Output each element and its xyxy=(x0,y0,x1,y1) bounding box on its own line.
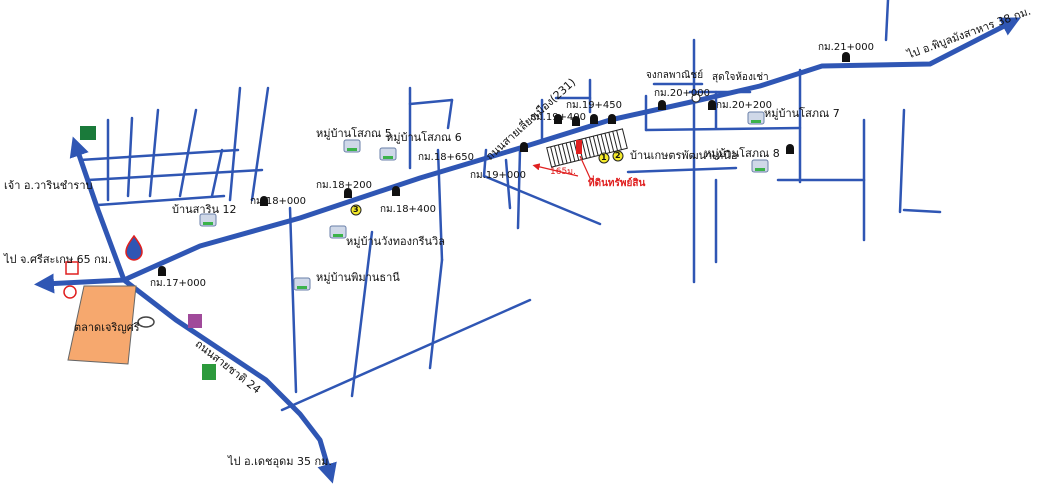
village-5-label: หมู่บ้านโสภณ 5 xyxy=(316,127,392,140)
km-post-icon xyxy=(608,114,616,124)
km-19-000: กม.19+000 xyxy=(470,170,527,181)
market-label: ตลาดเจริญศรี xyxy=(74,321,140,334)
kong-label: จงกลพาณิชย์ xyxy=(646,70,704,81)
fuel-sign-icon xyxy=(137,316,155,328)
village-12-label: บ้านสาริน 12 xyxy=(172,203,237,216)
market-area xyxy=(67,285,137,365)
store-icon xyxy=(188,314,202,328)
km-18-400: กม.18+400 xyxy=(380,204,437,215)
km-18-200: กม.18+200 xyxy=(316,180,373,191)
km-20-200: กม.20+200 xyxy=(716,100,773,111)
km-post-icon xyxy=(554,114,562,124)
village-icons xyxy=(199,111,769,291)
marker-3-number: 3 xyxy=(353,205,359,214)
km-post-icon xyxy=(260,196,268,206)
shop-icon xyxy=(65,261,79,275)
gas-station-icon xyxy=(125,234,143,261)
village-8-label: หมู่บ้านโสภณ 8 xyxy=(704,147,780,160)
label-to-detudom: ไป อ.เดชอุดม 35 กม. xyxy=(228,455,332,468)
village-phiman-label: หมู่บ้านพิมานธานี xyxy=(316,271,400,284)
km-post-icon xyxy=(158,266,166,276)
km-20-000: กม.20+000 xyxy=(654,88,711,99)
km-post-icons xyxy=(158,52,850,276)
road-to-sisaket xyxy=(34,273,127,294)
bank-icon xyxy=(80,126,96,140)
village-kaset-label: บ้านเกษตรพัฒนาเหนือ xyxy=(630,149,738,162)
marker-1 xyxy=(598,152,610,164)
main-roads xyxy=(34,17,1021,484)
km-17: กม.17+000 xyxy=(150,278,207,289)
minor-roads xyxy=(78,0,942,412)
km-post-icon xyxy=(786,144,794,154)
sud-label: สุดใจห้องเช่า xyxy=(712,72,769,83)
marker-2-number: 2 xyxy=(615,151,621,160)
distance-label: 165ม. xyxy=(550,167,576,177)
km-21-000: กม.21+000 xyxy=(818,42,875,53)
km-post-icon xyxy=(520,142,528,152)
land-parcel xyxy=(546,128,628,168)
km-post-icon xyxy=(392,186,400,196)
marker-1-number: 1 xyxy=(601,153,607,162)
km-post-icon xyxy=(708,100,716,110)
km-post-icon xyxy=(344,188,352,198)
road-to-warin xyxy=(69,136,127,283)
highway-24 xyxy=(121,277,337,484)
land-label: ที่ดินทรัพย์สิน xyxy=(588,178,646,189)
junction-icon xyxy=(691,93,701,103)
km-post-icon xyxy=(842,52,850,62)
village-wang-label: หมู่บ้านวังทองกรีนวิล xyxy=(346,235,445,248)
km-post-icon xyxy=(572,116,580,126)
km-post-icon xyxy=(590,114,598,124)
marker-2 xyxy=(612,150,624,162)
marker-3 xyxy=(350,204,362,216)
label-to-sisaket: ไป จ.ศรีสะเกษ 65 กม. xyxy=(4,253,112,266)
village-6-label: หมู่บ้านโสภณ 6 xyxy=(386,131,462,144)
village-7-label: หมู่บ้านโสภณ 7 xyxy=(764,107,840,120)
km-19-400: กม.19+400 xyxy=(530,112,587,123)
distance-arrow xyxy=(532,155,591,179)
label-to-warin: เจ้า อ.วารินชำราบ xyxy=(4,179,93,192)
logo-icon xyxy=(63,285,77,299)
km-18-650: กม.18+650 xyxy=(418,152,475,163)
km-19-450: กม.19+450 xyxy=(566,100,623,111)
school-icon xyxy=(202,364,216,380)
km-post-icon xyxy=(658,100,666,110)
landmark-icons xyxy=(63,93,701,380)
markers xyxy=(350,150,624,216)
km-18-000: กม.18+000 xyxy=(250,196,307,207)
